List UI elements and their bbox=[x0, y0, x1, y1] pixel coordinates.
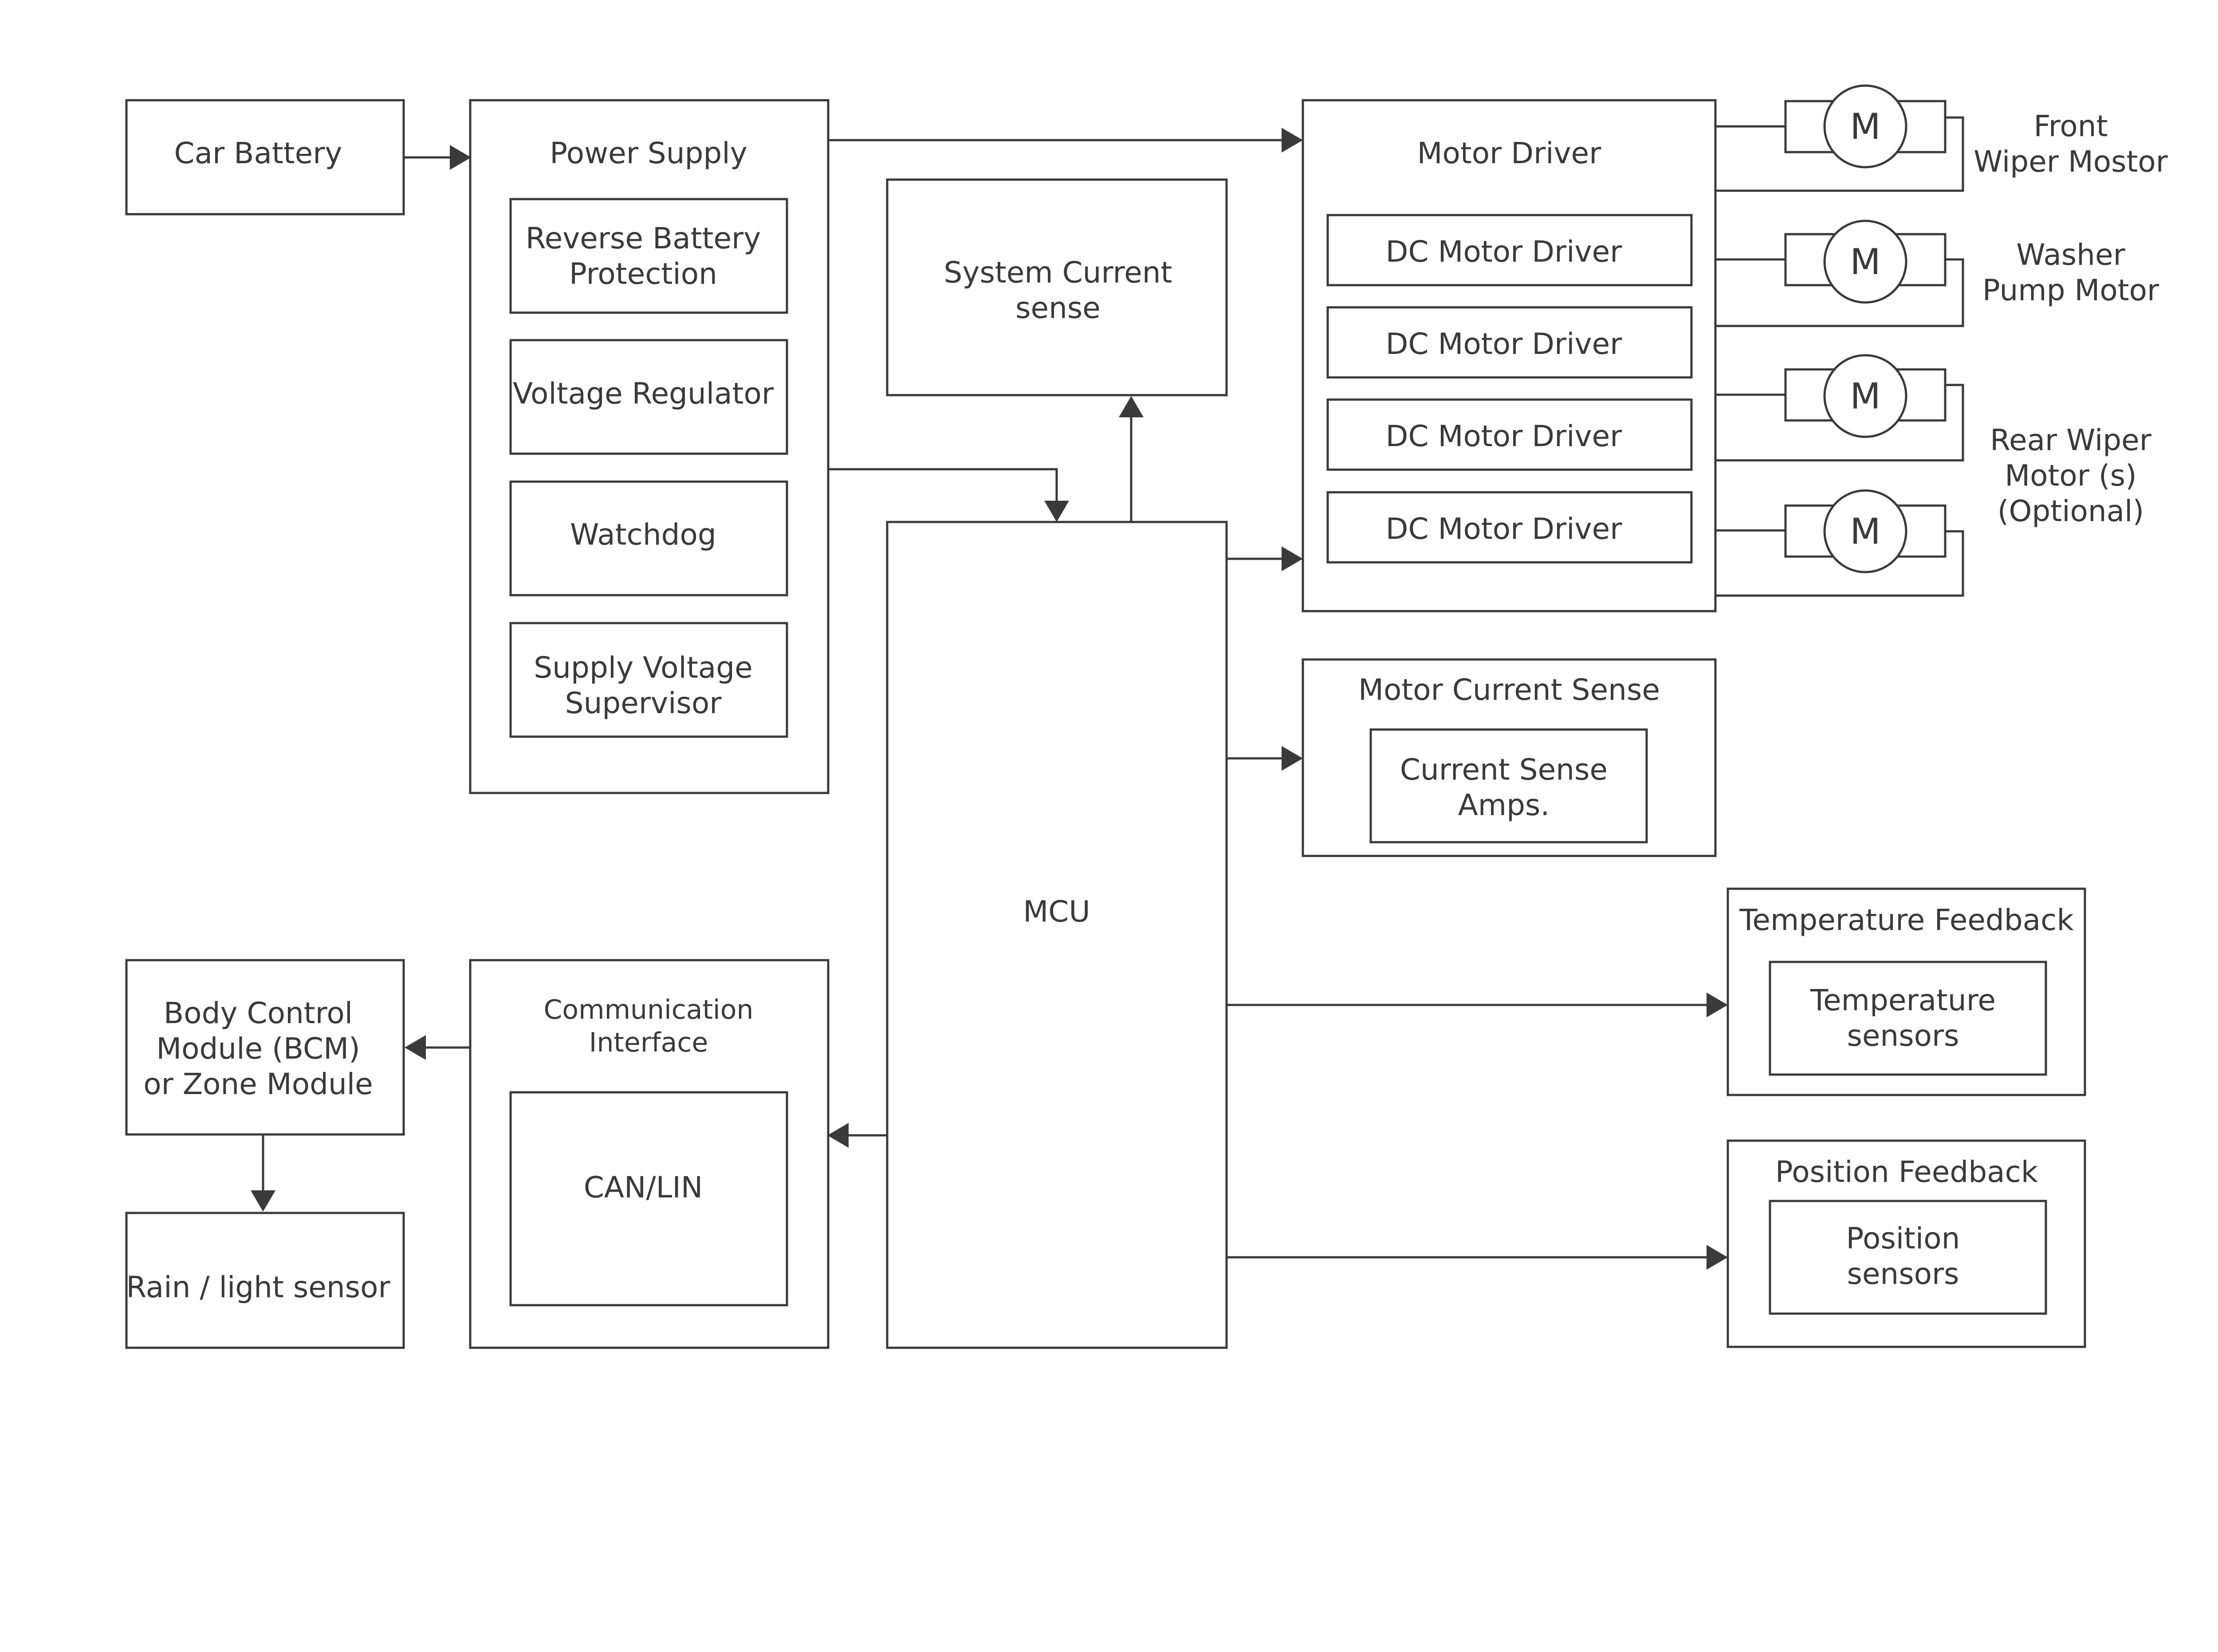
motor-2: M bbox=[1784, 220, 1947, 304]
reverse-battery-label-2: Protection bbox=[569, 257, 717, 291]
arrow-head bbox=[1282, 128, 1303, 153]
arrow-head bbox=[251, 1190, 275, 1212]
reverse-battery-label-1: Reverse Battery bbox=[526, 221, 761, 255]
motor-icon bbox=[1823, 84, 1907, 169]
motor-symbol: M bbox=[1850, 241, 1880, 283]
motor-3: M bbox=[1784, 354, 1947, 438]
motor-symbol: M bbox=[1850, 511, 1880, 552]
motor-driver-block: Motor Driver DC Motor Driver DC Motor Dr… bbox=[1302, 99, 1717, 612]
system-current-label-2: sense bbox=[1015, 291, 1101, 325]
motor-symbol: M bbox=[1850, 106, 1880, 147]
rear-wiper-label-1: Rear Wiper bbox=[1990, 423, 2152, 457]
rear-wiper-label-3: (Optional) bbox=[1998, 494, 2144, 528]
bcm-label-1: Body Control bbox=[164, 996, 353, 1030]
motor-icon bbox=[1823, 489, 1907, 573]
motor-1: M bbox=[1784, 84, 1947, 169]
arrow-head bbox=[1119, 396, 1144, 417]
arrow-head bbox=[827, 1123, 849, 1148]
communication-interface-title-2: Interface bbox=[589, 1027, 708, 1058]
arrow-head bbox=[1282, 746, 1303, 771]
can-lin-label: CAN/LIN bbox=[584, 1170, 703, 1205]
temperature-sensors-label-2: sensors bbox=[1847, 1019, 1959, 1053]
current-sense-amps-label-1: Current Sense bbox=[1400, 753, 1608, 787]
current-sense-amps-label-2: Amps. bbox=[1458, 788, 1550, 822]
dc-motor-driver-label: DC Motor Driver bbox=[1386, 512, 1623, 546]
motor-4-wire-b bbox=[1715, 530, 1964, 597]
position-feedback-block: Position Feedback Position sensors bbox=[1726, 1139, 2086, 1348]
supervisor-label-1: Supply Voltage bbox=[534, 651, 752, 685]
dc-motor-driver-label: DC Motor Driver bbox=[1386, 327, 1623, 361]
rain-light-sensor-block: Rain / light sensor bbox=[125, 1212, 405, 1349]
power-supply-title: Power Supply bbox=[550, 136, 747, 170]
car-battery-label: Car Battery bbox=[174, 136, 342, 170]
mcu-block: MCU bbox=[886, 521, 1228, 1349]
motor-2-wire-b bbox=[1715, 258, 1964, 327]
motor-1-wire-b bbox=[1715, 116, 1964, 192]
arrow-head bbox=[1707, 993, 1728, 1017]
temperature-sensors-box bbox=[1769, 961, 2047, 1076]
power-supply-block: Power Supply Reverse Battery Protection … bbox=[469, 99, 830, 794]
dc-motor-driver-1 bbox=[1326, 214, 1693, 286]
motor-3-wire-b bbox=[1715, 384, 1964, 462]
mcu-label: MCU bbox=[1023, 895, 1090, 929]
car-battery-block: Car Battery bbox=[125, 99, 405, 216]
position-sensors-label-2: sensors bbox=[1847, 1257, 1959, 1291]
communication-interface-title-1: Communication bbox=[544, 994, 754, 1025]
dc-motor-driver-3 bbox=[1326, 398, 1693, 471]
motor-icon bbox=[1823, 354, 1907, 438]
watchdog-box bbox=[509, 480, 788, 596]
temperature-sensors-label-1: Temperature bbox=[1810, 983, 1996, 1017]
dc-motor-driver-4 bbox=[1326, 491, 1693, 564]
voltage-regulator-box bbox=[509, 339, 788, 455]
front-wiper-label-1: Front bbox=[2034, 109, 2108, 143]
power-to-mcu-line bbox=[827, 468, 1058, 503]
voltage-regulator-label: Voltage Regulator bbox=[513, 377, 774, 411]
system-current-label-1: System Current bbox=[944, 255, 1172, 290]
supervisor-label-2: Supervisor bbox=[565, 686, 722, 720]
temperature-feedback-title: Temperature Feedback bbox=[1739, 903, 2074, 937]
arrow-head bbox=[450, 145, 471, 170]
system-current-sense-block: System Current sense bbox=[886, 178, 1228, 396]
reverse-battery-box bbox=[509, 198, 788, 314]
position-sensors-label-1: Position bbox=[1846, 1221, 1960, 1256]
motor-icon bbox=[1823, 220, 1907, 304]
motor-current-sense-block: Motor Current Sense Current Sense Amps. bbox=[1302, 658, 1717, 857]
motor-driver-title: Motor Driver bbox=[1417, 136, 1602, 170]
washer-pump-label-1: Washer bbox=[2016, 238, 2125, 272]
watchdog-label: Watchdog bbox=[570, 518, 716, 552]
arrow-head bbox=[1282, 546, 1303, 571]
arrow-head bbox=[405, 1035, 426, 1060]
can-lin-box bbox=[509, 1091, 788, 1307]
current-sense-amps-box bbox=[1369, 728, 1648, 844]
arrow-head bbox=[1707, 1245, 1728, 1270]
washer-pump-label-2: Pump Motor bbox=[1982, 273, 2159, 307]
dc-motor-driver-2 bbox=[1326, 306, 1693, 379]
motor-4: M bbox=[1784, 489, 1947, 573]
supply-voltage-supervisor-box bbox=[509, 622, 788, 738]
bcm-block: Body Control Module (BCM) or Zone Module bbox=[125, 959, 405, 1136]
communication-interface-block: Communication Interface CAN/LIN bbox=[469, 959, 830, 1349]
position-feedback-title: Position Feedback bbox=[1775, 1155, 2038, 1189]
position-sensors-box bbox=[1769, 1200, 2047, 1315]
arrow-head bbox=[1044, 501, 1069, 522]
front-wiper-label-2: Wiper Mostor bbox=[1974, 145, 2168, 179]
bcm-label-3: or Zone Module bbox=[143, 1067, 373, 1101]
temperature-feedback-block: Temperature Feedback Temperature sensors bbox=[1726, 887, 2086, 1096]
dc-motor-driver-label: DC Motor Driver bbox=[1386, 235, 1623, 269]
bcm-label-2: Module (BCM) bbox=[156, 1032, 360, 1066]
motor-symbol: M bbox=[1850, 376, 1880, 417]
rear-wiper-label-2: Motor (s) bbox=[2005, 459, 2137, 493]
motor-current-sense-title: Motor Current Sense bbox=[1358, 673, 1660, 707]
motors: M M M M Front Wiper Mostor Washer Pump M… bbox=[1784, 84, 2168, 573]
rain-light-sensor-label: Rain / light sensor bbox=[126, 1270, 390, 1304]
dc-motor-driver-label: DC Motor Driver bbox=[1386, 419, 1623, 453]
